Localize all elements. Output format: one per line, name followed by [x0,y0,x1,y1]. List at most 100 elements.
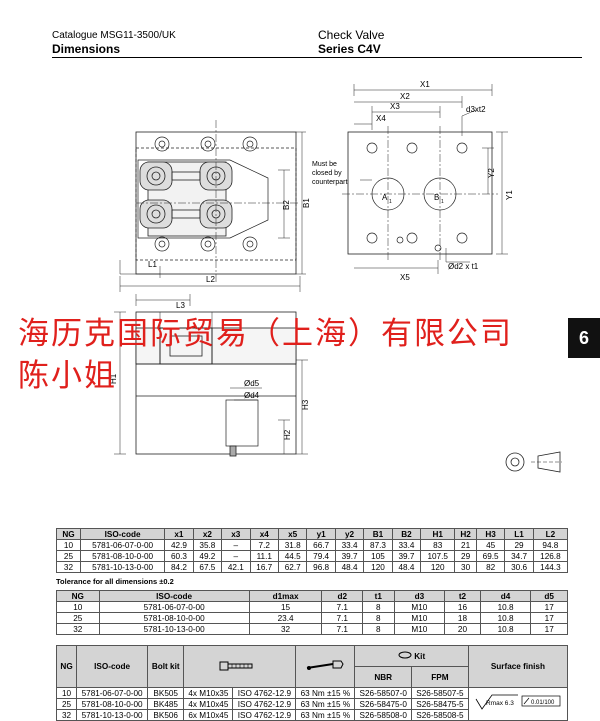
table-cell: S26-58508-5 [411,709,469,721]
table-cell: 4x M10x45 [183,698,234,710]
table-cell: 32 [56,561,81,573]
svg-text:B: B [434,193,439,202]
table-cell: 144.3 [532,561,569,573]
table-cell: 10 [56,539,81,551]
bolt-icon [219,661,253,670]
table-header-row: NBR FPM [57,666,568,688]
watermark-contact: 陈小姐 [18,358,117,394]
svg-text:Ød4: Ød4 [244,391,260,400]
table-cell: 16 [444,601,481,613]
table-cell: 69.5 [475,550,506,562]
header-ng: NG [55,645,78,688]
table-cell: 120 [363,561,393,573]
table-cell: 42.9 [164,539,194,551]
table-cell: 83 [420,539,456,551]
table-cell: 49.2 [192,550,223,562]
table-cell: 42.1 [221,561,251,573]
svg-text:L1: L1 [148,260,157,269]
table-cell: 8 [362,623,395,635]
column-header: L1 [504,528,534,540]
column-header: x1 [164,528,194,540]
column-header: y2 [334,528,365,540]
table-cell: 60.3 [164,550,194,562]
table-cell: S26-58475-0 [354,698,413,710]
svg-text:X4: X4 [376,114,386,123]
page-header: Catalogue MSG11-3500/UK Dimensions Check… [0,0,600,58]
table-cell: 105 [363,550,393,562]
table-cell: 25 [56,550,81,562]
svg-text:B1: B1 [302,198,311,208]
column-header: B1 [363,528,393,540]
column-header: d1max [248,590,323,602]
svg-text:B2: B2 [282,200,291,210]
table-cell: 15 [248,601,323,613]
svg-text:L2: L2 [206,275,215,284]
svg-text:H2: H2 [283,429,292,440]
table-cell: BK485 [147,698,185,710]
table-cell: 5781-08-10-0-00 [79,550,166,562]
svg-text:X3: X3 [390,102,400,111]
svg-text:d3xt2: d3xt2 [466,105,486,114]
bolt-kit-table: NG ISO-code Bolt kit Kit Surface finish … [55,645,569,721]
technical-drawings: L1 L2 B1 B2 X1 X2 X3 X4 X5 d3xt2 Y1 Y2 [109,80,562,473]
table-cell: 82 [475,561,506,573]
table-cell: 48.4 [391,561,422,573]
header-surface: Surface finish [467,645,569,688]
column-header: d5 [530,590,568,602]
table-cell: 16.7 [249,561,279,573]
table-cell: 23.4 [248,612,323,624]
table-cell: M10 [393,612,446,624]
table-cell: 29 [454,550,477,562]
table-cell: 5781-08-10-0-00 [98,612,250,624]
column-header: ISO-code [98,590,250,602]
table-cell: M10 [393,601,446,613]
table-cell: 8 [362,601,395,613]
svg-text:Ød2 x t1: Ød2 x t1 [448,262,479,271]
svg-text:L3: L3 [176,301,185,310]
svg-text:counterpart: counterpart [312,179,347,186]
mounting-face-drawing [342,84,508,274]
header-nbr: NBR [354,666,413,688]
column-header: d4 [479,590,532,602]
header-bolt-icon [183,645,297,688]
table-cell: ISO 4762-12.9 [232,698,297,710]
svg-text:A: A [382,193,388,202]
seal-ring-icon [398,651,412,659]
column-header: t1 [362,590,395,602]
table-cell: 6x M10x45 [183,709,234,721]
column-header: H3 [475,528,506,540]
table-cell: 10 [55,687,78,699]
table-cell: 63 Nm ±15 % [295,687,356,699]
table-cell: 17 [530,612,568,624]
header-fpm: FPM [411,666,469,688]
table-cell: – [221,550,251,562]
table-cell: 62.7 [277,561,308,573]
table-cell: 5781-10-13-0-00 [98,623,250,635]
table-cell: 84.2 [164,561,194,573]
table-cell: 17 [530,623,568,635]
tolerance-note: Tolerance for all dimensions ±0.2 [56,577,174,586]
table-cell: 7.1 [321,601,364,613]
header-rule [52,57,582,58]
table-cell: 35.8 [192,539,223,551]
column-header: NG [56,528,81,540]
table-cell: 5781-06-07-0-00 [98,601,250,613]
column-header: x3 [221,528,251,540]
face-view-labels: X1 X2 X3 X4 X5 d3xt2 Y1 Y2 A 1 B 1 Ød2 x… [312,80,514,282]
svg-text:H3: H3 [301,399,310,410]
table-cell: M10 [393,623,446,635]
table-cell: 8 [362,612,395,624]
table-cell: 94.8 [532,539,569,551]
table-cell: ISO 4762-12.9 [232,687,297,699]
table-header-row: NG ISO-code Bolt kit Kit Surface finish [55,645,569,688]
table-cell: 18 [444,612,481,624]
table-cell: 7.1 [321,623,364,635]
header-wrench-icon [295,645,356,688]
